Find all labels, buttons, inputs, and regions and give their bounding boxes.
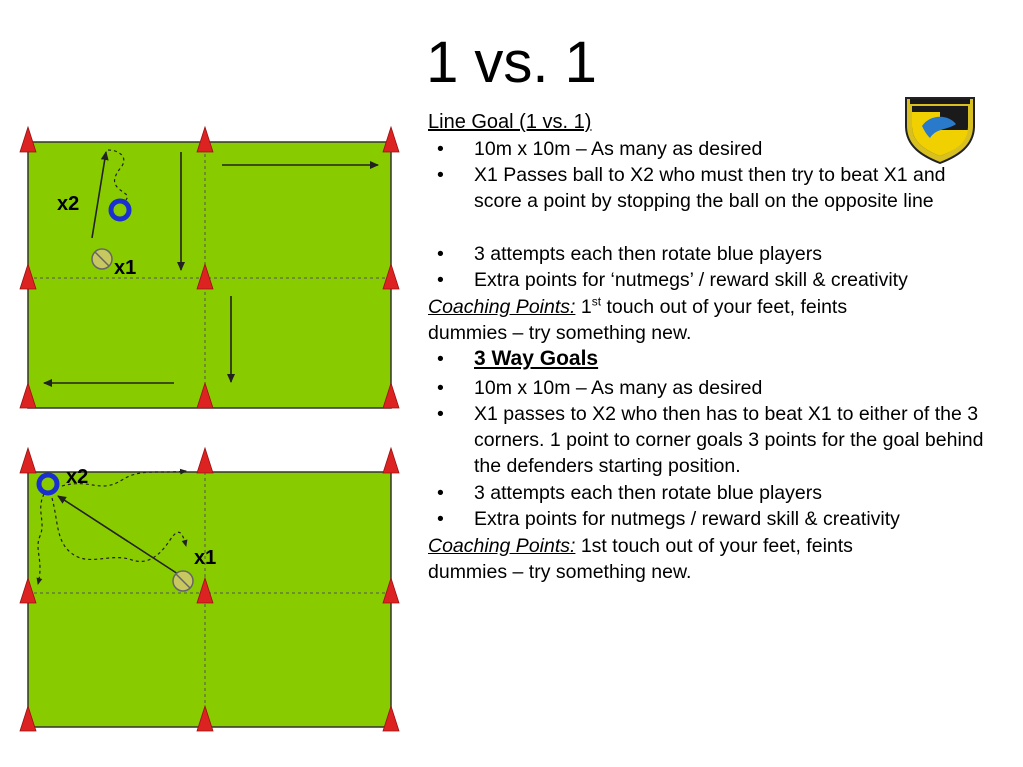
label-x2-top: x2 [57,193,80,215]
section1-bullet: X1 Passes ball to X2 who must then try t… [474,164,946,213]
bullet-marker: • [437,508,444,530]
bullet-marker: • [437,348,444,370]
cone [196,125,214,153]
cones-bottom [19,446,400,732]
cone [19,704,37,732]
cone [19,576,37,604]
cone [196,704,214,732]
section2-bullet: X1 passes to X2 who then has to beat X1 … [474,403,984,478]
section1-bullet: Extra points for ‘nutmegs’ / reward skil… [474,269,908,291]
cone [382,125,400,153]
cone [19,262,37,290]
bullet-marker: • [437,138,444,160]
section2-heading: 3 Way Goals [474,347,599,370]
cone [196,576,214,604]
section1-bullet: 10m x 10m – As many as desired [474,138,763,160]
slide-title: 1 vs. 1 [426,30,597,95]
label-x2-bottom: x2 [66,466,89,488]
cone [19,446,37,474]
player-x1-top [91,248,113,270]
coaching-text: 1st touch out of your feet, feints [575,535,853,557]
cone [382,262,400,290]
cone [382,381,400,409]
bullet-marker: • [437,164,444,186]
player-x2-top [108,198,132,222]
cone [196,262,214,290]
coaching-text: touch out of your feet, feints [601,296,848,318]
dribble-path [61,468,187,487]
section2-bullet: 3 attempts each then rotate blue players [474,482,822,504]
dribble-path [36,493,45,585]
bullet-marker: • [437,377,444,399]
pitch-top [27,141,392,409]
coaching-text: 1 [575,296,592,318]
cone [382,446,400,474]
section2-bullet: Extra points for nutmegs / reward skill … [474,508,900,530]
cone [196,381,214,409]
label-x1-bottom: x1 [194,547,217,569]
movement-arrows-bottom [36,468,188,585]
player-x2-bottom [36,472,60,496]
dribble-path [107,149,128,201]
cone [382,704,400,732]
movement-arrows-top [43,149,379,387]
bullet-marker: • [437,482,444,504]
section2-coaching-points: Coaching Points: 1st touch out of your f… [428,533,853,559]
section1-heading: Line Goal (1 vs. 1) [428,111,592,133]
section2-coaching-line2: dummies – try something new. [428,561,692,583]
section1-coaching-points: Coaching Points: 1st touch out of your f… [428,294,847,320]
player-x1-bottom [172,570,194,592]
coaching-label: Coaching Points: [428,296,576,318]
bullet-marker: • [437,269,444,291]
bullet-marker: • [437,243,444,265]
cones-top [19,125,400,409]
dribble-path [51,497,188,562]
section1-coaching-line2: dummies – try something new. [428,322,692,344]
cone [382,576,400,604]
club-crest-logo [905,97,975,165]
cone [19,125,37,153]
bullet-marker: • [437,403,444,425]
coaching-sup: st [591,294,602,309]
label-x1-top: x1 [114,257,137,279]
section2-bullet: 10m x 10m – As many as desired [474,377,763,399]
pass-arrow [57,495,179,575]
cone [19,381,37,409]
pass-arrow [91,151,109,239]
section1-bullet: 3 attempts each then rotate blue players [474,243,822,265]
coaching-label: Coaching Points: [428,535,576,557]
cone [196,446,214,474]
